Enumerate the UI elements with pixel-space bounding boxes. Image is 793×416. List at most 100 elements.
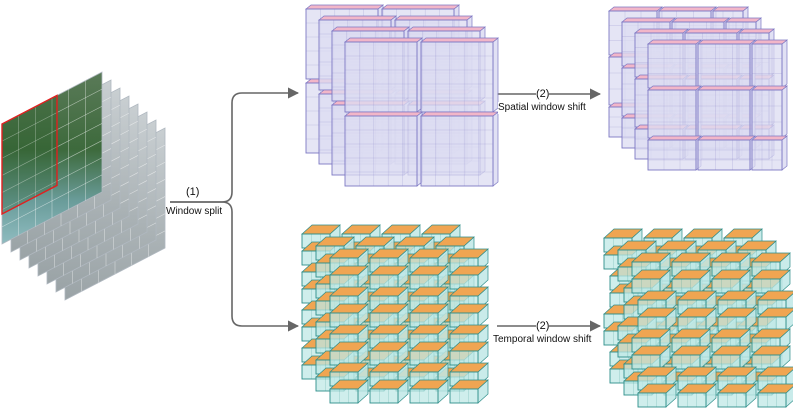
box-front-face [697,139,751,171]
box-top-face [647,135,702,141]
spatial-window-cube [647,85,702,139]
temporal-window-slab [449,265,489,290]
spatial-window-cube [344,111,423,187]
box-top-face [318,15,397,21]
spatial-window-cube [647,135,702,171]
box-top-face [647,85,702,91]
temporal-step-number: (2) [536,320,550,333]
temporal-window-slab [677,383,717,408]
box-front-face [751,139,783,171]
box-front-face [449,388,479,404]
spatial-window-cube [751,39,788,89]
box-top-face [381,4,460,10]
box-front-face [677,392,707,408]
box-front-face [409,388,439,404]
temporal-window-split-grid [301,224,489,404]
temporal-window-slab [409,303,449,328]
box-top-face [344,37,423,43]
temporal-window-slab [751,269,791,294]
box-top-face [331,26,410,32]
temporal-window-shift-grid [603,228,793,408]
frame-grid-line [1,88,103,142]
temporal-window-slab [369,341,409,366]
temporal-window-slab [315,236,355,261]
temporal-window-slab [409,379,449,404]
box-side-face [781,135,788,171]
box-front-face [697,43,751,89]
box-top-face [751,39,788,45]
box-front-face [369,388,399,404]
box-front-face [751,43,783,89]
box-top-face [697,135,756,141]
temporal-window-slab [757,383,793,408]
box-front-face [757,392,787,408]
highlight-window [1,94,58,216]
box-top-face [751,85,788,91]
temporal-window-slab [329,265,369,290]
temporal-window-slab [329,379,369,404]
box-side-face [492,37,499,113]
box-front-face [647,43,697,89]
split-step-label: Window split [166,206,223,218]
box-top-face [712,6,749,12]
box-top-face [697,39,756,45]
spatial-window-shift-grid [608,6,788,171]
temporal-window-slab [631,345,671,370]
box-front-face [717,392,747,408]
temporal-window-slab [449,341,489,366]
box-top-face [621,17,676,23]
spatial-window-cube [697,135,756,171]
temporal-window-slab [711,269,751,294]
temporal-window-slab [329,341,369,366]
box-top-face [394,15,473,21]
box-top-face [697,85,756,91]
temporal-window-slab [717,307,757,332]
temporal-window-slab [717,383,757,408]
temporal-window-slab [671,269,711,294]
temporal-window-slab [409,341,449,366]
box-top-face [647,39,702,45]
box-side-face [492,111,499,187]
frame-grid-line [1,106,103,159]
box-front-face [344,41,418,113]
video-frame [1,71,103,245]
spatial-window-split-grid [305,4,499,187]
spatial-window-cube [420,37,499,113]
box-top-face [608,6,663,12]
temporal-window-slab [449,303,489,328]
box-top-face [684,28,743,34]
box-front-face [344,115,418,187]
video-frames-stack [1,71,166,301]
box-top-face [344,111,423,117]
box-front-face [637,392,667,408]
box-top-face [420,111,499,117]
temporal-window-slab [369,265,409,290]
box-front-face [420,115,494,187]
spatial-window-cube [344,37,423,113]
spatial-window-cube [420,111,499,187]
frame-grid-line [1,174,103,228]
spatial-window-cube [751,135,788,171]
box-front-face [751,89,783,139]
box-top-face [420,37,499,43]
frame-grid-line [1,123,103,176]
temporal-window-slab [677,307,717,332]
box-top-face [634,28,689,34]
temporal-window-slab [637,307,677,332]
arrow-to-spatial [170,87,300,203]
box-front-face [697,89,751,139]
box-front-face [329,388,359,404]
frame-grid-line [1,140,103,193]
temporal-window-slab [637,383,677,408]
box-front-face [647,139,697,171]
temporal-window-slab [329,303,369,328]
box-front-face [420,41,494,113]
box-top-face [407,26,486,32]
frame-grid-line [1,157,103,210]
temporal-window-slab [369,303,409,328]
box-top-face [671,17,730,23]
temporal-window-slab [369,379,409,404]
temporal-window-slab [751,345,791,370]
